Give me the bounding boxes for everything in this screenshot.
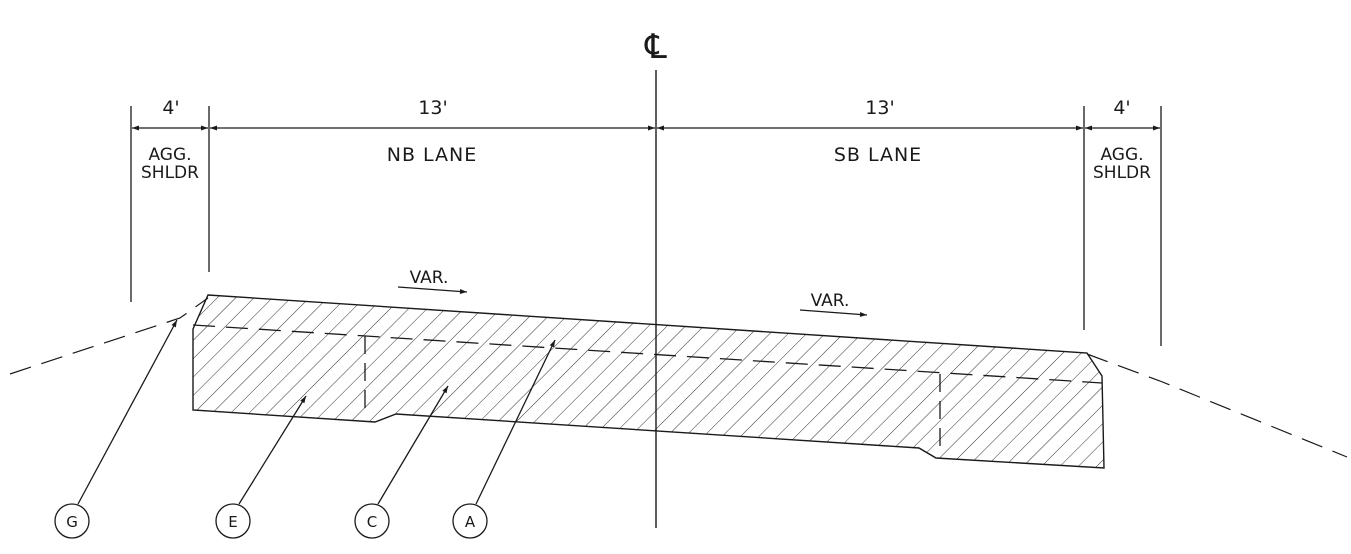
dimension-right-shoulder: 4' — [1113, 97, 1130, 119]
surface-layer-line — [192, 324, 1103, 384]
label-sb-lane: SB LANE — [834, 144, 922, 166]
label-nb-lane: NB LANE — [387, 144, 478, 166]
label-left-shoulder-line1: AGG. — [148, 145, 191, 165]
pavement-section — [192, 294, 1105, 469]
leader-circle-a — [452, 503, 488, 539]
leader-circle-g — [54, 503, 90, 539]
leader-arrow-c — [377, 385, 449, 505]
label-right-shoulder-line1: AGG. — [1100, 145, 1143, 165]
leader-label-g: G — [66, 513, 78, 531]
existing-ground-left — [9, 297, 209, 375]
leader-arrow-a — [475, 339, 556, 505]
leader-label-c: C — [367, 513, 377, 531]
leader-arrow-g — [77, 319, 178, 505]
label-left-shoulder-line2: SHLDR — [141, 163, 199, 183]
slope-label-left: VAR. — [410, 268, 449, 288]
slope-label-right: VAR. — [811, 291, 850, 311]
leader-circle-c — [354, 503, 390, 539]
existing-ground-right — [1086, 353, 1348, 458]
leader-arrow-e — [238, 395, 307, 505]
label-right-shoulder-line2: SHLDR — [1093, 163, 1151, 183]
slope-arrow-right — [799, 309, 868, 317]
leader-circle-e — [215, 503, 251, 539]
dimension-nb-lane: 13' — [418, 97, 447, 119]
leader-label-e: E — [228, 513, 237, 531]
centerline-symbol: ℄ — [644, 27, 667, 67]
dimension-left-shoulder: 4' — [162, 97, 179, 119]
leader-label-a: A — [465, 513, 476, 531]
dimension-sb-lane: 13' — [865, 97, 894, 119]
slope-arrow-left — [397, 286, 468, 294]
